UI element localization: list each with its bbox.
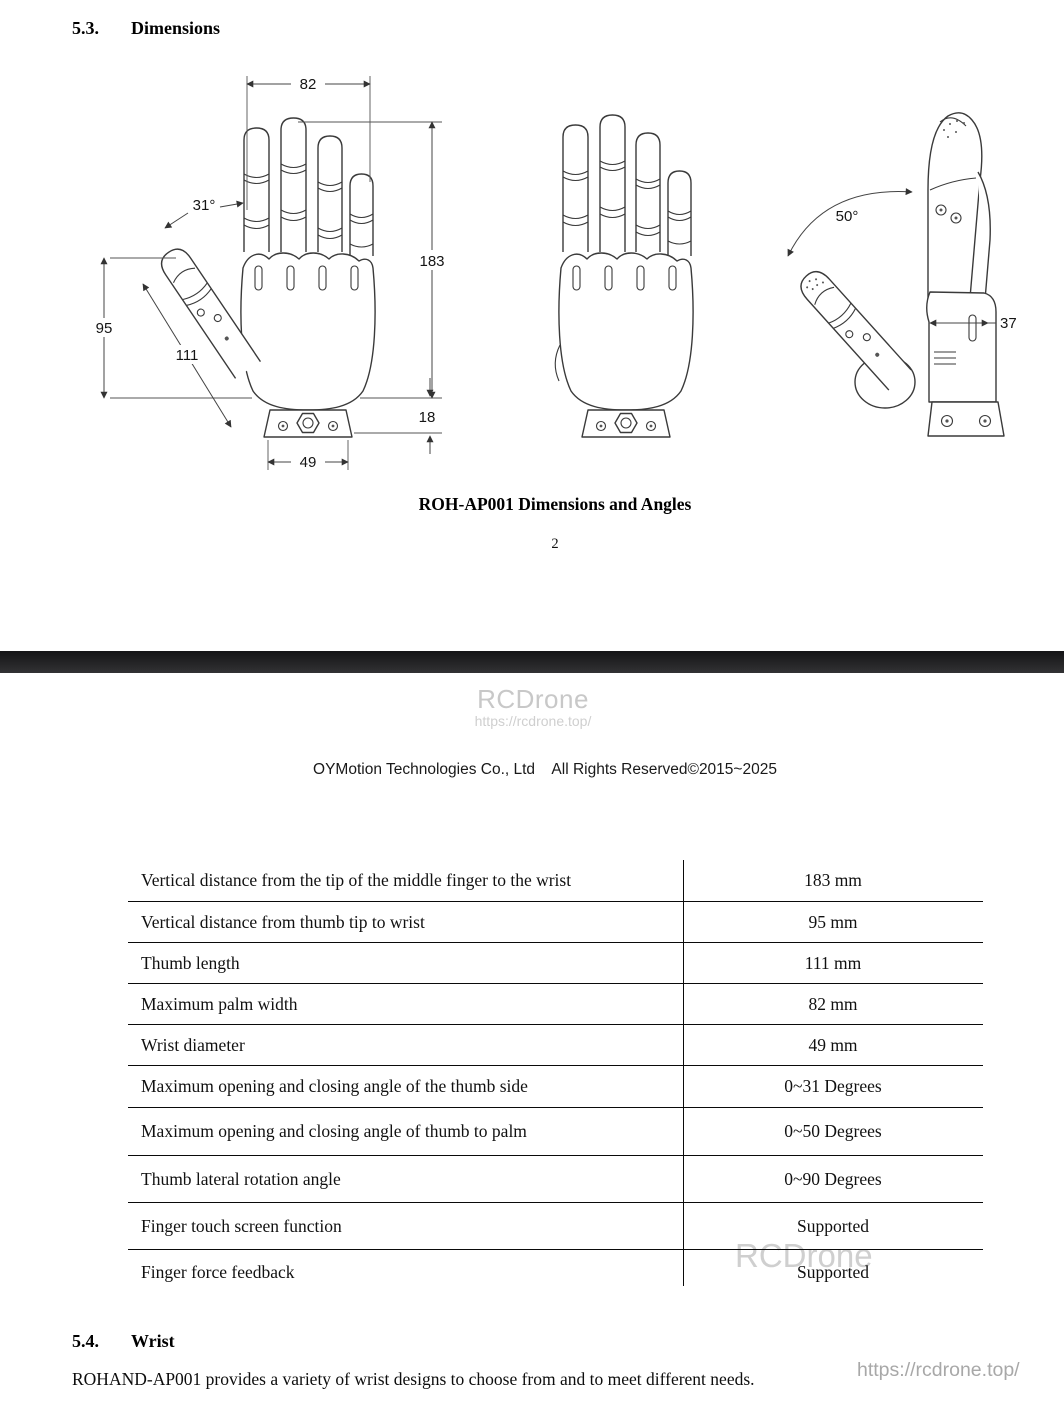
dimension-label-95: 95 [96, 320, 113, 337]
spec-label: Thumb length [141, 952, 240, 973]
spec-label: Thumb lateral rotation angle [141, 1168, 341, 1189]
hand-front-closed-view [554, 114, 694, 438]
watermark-brand-table: RCDrone [735, 1237, 873, 1274]
spec-value: 95 mm [808, 911, 858, 932]
angle-label-50: 50° [836, 208, 859, 225]
spec-table: Vertical distance from the tip of the mi… [128, 860, 983, 1295]
dimension-label-82: 82 [300, 76, 317, 93]
section-title: Wrist [131, 1331, 175, 1351]
spec-value: Supported [797, 1215, 869, 1236]
table-row: Maximum opening and closing angle of the… [128, 1066, 983, 1108]
spec-label: Maximum palm width [141, 993, 298, 1014]
table-row: Maximum palm width 82 mm [128, 984, 983, 1025]
spec-value: 82 mm [808, 993, 858, 1014]
section-number: 5.3. [72, 18, 99, 38]
spec-label: Vertical distance from thumb tip to wris… [141, 911, 425, 932]
hand-side-view: 50° 37 [787, 112, 1017, 437]
watermark-url: https://rcdrone.top/ [474, 713, 592, 729]
section-title: Dimensions [131, 18, 221, 38]
table-column-divider [683, 860, 685, 1286]
spec-value: 49 mm [808, 1034, 858, 1055]
angle-label-31: 31° [193, 197, 216, 214]
copyright-line: OYMotion Technologies Co., Ltd All Right… [313, 761, 777, 778]
table-row: Thumb lateral rotation angle 0~90 Degree… [128, 1156, 983, 1203]
table-row: Thumb length 111 mm [128, 943, 983, 984]
spec-value: Supported [797, 1262, 869, 1282]
spec-label: Maximum opening and closing angle of thu… [141, 1121, 527, 1141]
table-row: Vertical distance from the tip of the mi… [128, 860, 983, 902]
spec-label: Wrist diameter [141, 1034, 245, 1055]
dimension-label-111: 111 [176, 347, 199, 364]
dimensions-figure: 82 183 95 111 31° 18 [88, 76, 1017, 471]
spec-label: Vertical distance from the tip of the mi… [141, 870, 572, 890]
watermark-brand: RCDrone [477, 684, 589, 714]
spec-value: 183 mm [804, 870, 862, 890]
page-separator-bar [0, 651, 1064, 673]
dimension-label-18: 18 [419, 409, 436, 426]
spec-label: Maximum opening and closing angle of the… [141, 1076, 528, 1096]
dimension-label-183: 183 [419, 253, 444, 270]
watermark-url-bottom: https://rcdrone.top/ [857, 1359, 1020, 1381]
table-row: Vertical distance from thumb tip to wris… [128, 902, 983, 943]
wrist-paragraph: ROHAND-AP001 provides a variety of wrist… [72, 1369, 755, 1389]
hand-front-open-view: 82 183 95 111 31° 18 [88, 76, 451, 471]
table-row: Maximum opening and closing angle of thu… [128, 1108, 983, 1156]
table-row: Wrist diameter 49 mm [128, 1025, 983, 1066]
section-number: 5.4. [72, 1331, 99, 1351]
dimension-label-49: 49 [300, 454, 317, 471]
spec-value: 0~90 Degrees [784, 1168, 882, 1189]
dimension-label-37: 37 [1000, 315, 1017, 332]
figure-caption: ROH-AP001 Dimensions and Angles [418, 494, 692, 514]
spec-value: 111 mm [804, 952, 862, 973]
spec-value: 0~31 Degrees [784, 1076, 882, 1096]
spec-value: 0~50 Degrees [784, 1121, 882, 1141]
page-number: 2 [551, 536, 559, 552]
spec-label: Finger force feedback [141, 1262, 295, 1282]
table-row: Finger touch screen function Supported [128, 1203, 983, 1250]
spec-label: Finger touch screen function [141, 1215, 342, 1236]
table-row: Finger force feedback Supported [128, 1250, 983, 1295]
